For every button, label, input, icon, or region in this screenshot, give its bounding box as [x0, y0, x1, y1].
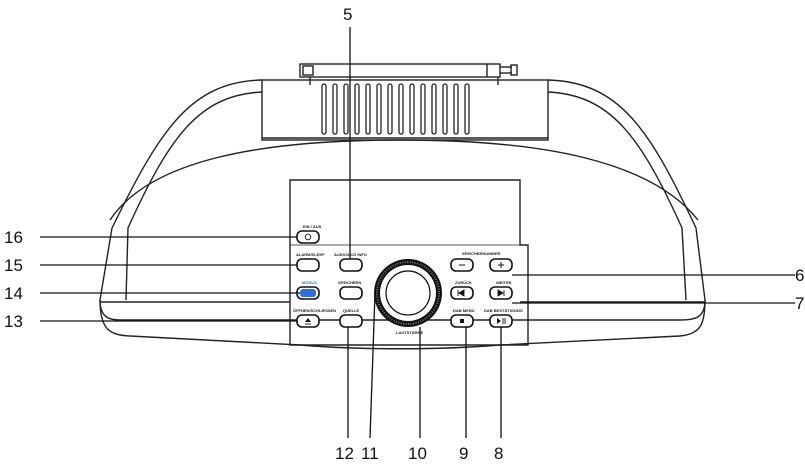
callout-7: 7 [795, 294, 804, 313]
memory-label: SPEICHERN [338, 280, 361, 285]
mode-label: MODUS [302, 280, 317, 285]
callout-12: 12 [335, 444, 354, 463]
callout-13: 13 [4, 312, 23, 331]
alarm-sleep-label: ALARM/SLEEP [296, 252, 325, 257]
vent-slots [321, 83, 470, 135]
preset-memory-label: SPEICHERNUMMER [462, 251, 501, 256]
callout-5: 5 [343, 5, 352, 24]
power-label: EIN / AUS [303, 224, 322, 229]
callout-14: 14 [4, 284, 23, 303]
back-button[interactable] [450, 286, 474, 300]
callout-10: 10 [408, 444, 427, 463]
vent-slot [409, 83, 415, 135]
vent-slot [442, 83, 448, 135]
leader-lines [40, 27, 795, 439]
memory-button[interactable] [339, 286, 363, 300]
dab-confirm-button[interactable] [489, 314, 513, 328]
vent-slot [420, 83, 426, 135]
vent-slot [387, 83, 393, 135]
callout-8: 8 [494, 444, 503, 463]
preset-minus-button[interactable] [450, 258, 474, 272]
volume-label: LAUTSTÄRKE [396, 330, 423, 335]
vent-slot [332, 83, 338, 135]
callout-6: 6 [795, 266, 804, 285]
back-label: ZURÜCK [455, 280, 472, 285]
vent-slot [354, 83, 360, 135]
open-close-label: ÖFFNEN/SCHLIESSEN [293, 308, 336, 313]
vent-slot [431, 83, 437, 135]
carry-handle [261, 79, 549, 141]
vent-slot [398, 83, 404, 135]
vent-slot [453, 83, 459, 135]
audio-display-button[interactable] [339, 258, 363, 272]
source-label: QUELLE [343, 308, 360, 313]
power-button[interactable] [296, 230, 320, 244]
forward-button[interactable] [489, 286, 513, 300]
source-button[interactable] [339, 314, 363, 328]
callout-15: 15 [4, 256, 23, 275]
control-panel [289, 179, 529, 346]
callout-9: 9 [459, 444, 468, 463]
mode-button[interactable] [296, 286, 320, 300]
preset-plus-button[interactable] [489, 258, 513, 272]
callout-11: 11 [361, 444, 379, 463]
volume-knob[interactable] [374, 259, 442, 327]
vent-slot [376, 83, 382, 135]
dab-menu-label: DAB MENÜ [453, 308, 475, 313]
dab-confirm-label: DAB BESTÄTIGUNG [484, 308, 523, 313]
forward-label: WEITER [496, 280, 512, 285]
dab-menu-button[interactable] [450, 314, 474, 328]
vent-slot [343, 83, 349, 135]
vent-slot [321, 83, 327, 135]
callout-16: 16 [4, 228, 23, 247]
vent-slot [365, 83, 371, 135]
radio-body [99, 79, 706, 350]
alarm-sleep-button[interactable] [296, 258, 320, 272]
vent-slot [464, 83, 470, 135]
open-close-button[interactable] [296, 314, 320, 328]
antenna [299, 63, 518, 85]
